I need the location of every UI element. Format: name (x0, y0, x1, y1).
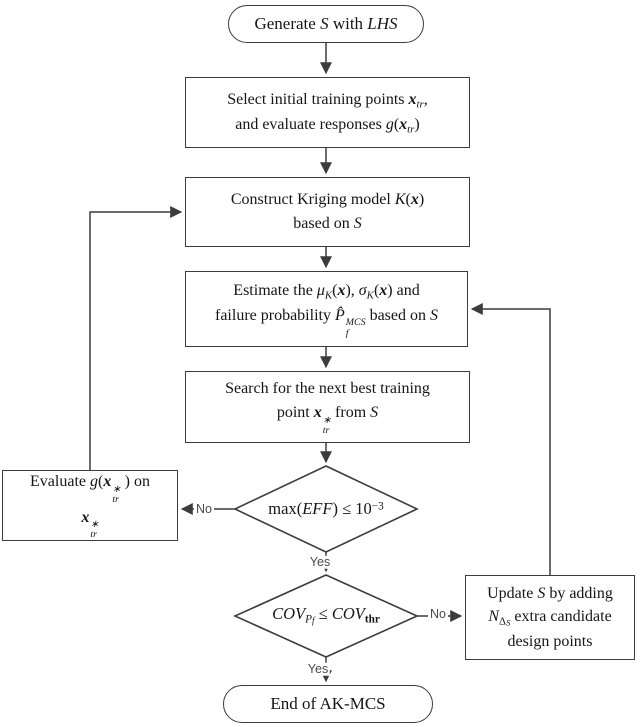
end-node: End of AK-MCS (223, 685, 433, 723)
construct-kriging-model-node: Construct Kriging model K(x)based on S (185, 177, 470, 247)
edge-label-eff-yes: Yes (307, 554, 333, 569)
cov-decision-diamond (233, 574, 419, 658)
cov-decision-text: COVPf ≤ COVthr (272, 604, 380, 627)
select-training-points-node: Select initial training points xtr,and e… (185, 77, 470, 148)
edge-label-eff-no: No (194, 501, 214, 516)
edge-label-cov-yes: Yes (305, 661, 331, 676)
edge-update-to-estimate (470, 303, 551, 575)
eff-decision-diamond (233, 465, 419, 553)
edge-label-cov-no: No (428, 606, 448, 621)
edge-evaluate-to-construct (89, 206, 183, 470)
start-node: Generate S with LHS (228, 5, 424, 43)
eff-decision-text: max(EFF) ≤ 10−3 (268, 499, 384, 519)
